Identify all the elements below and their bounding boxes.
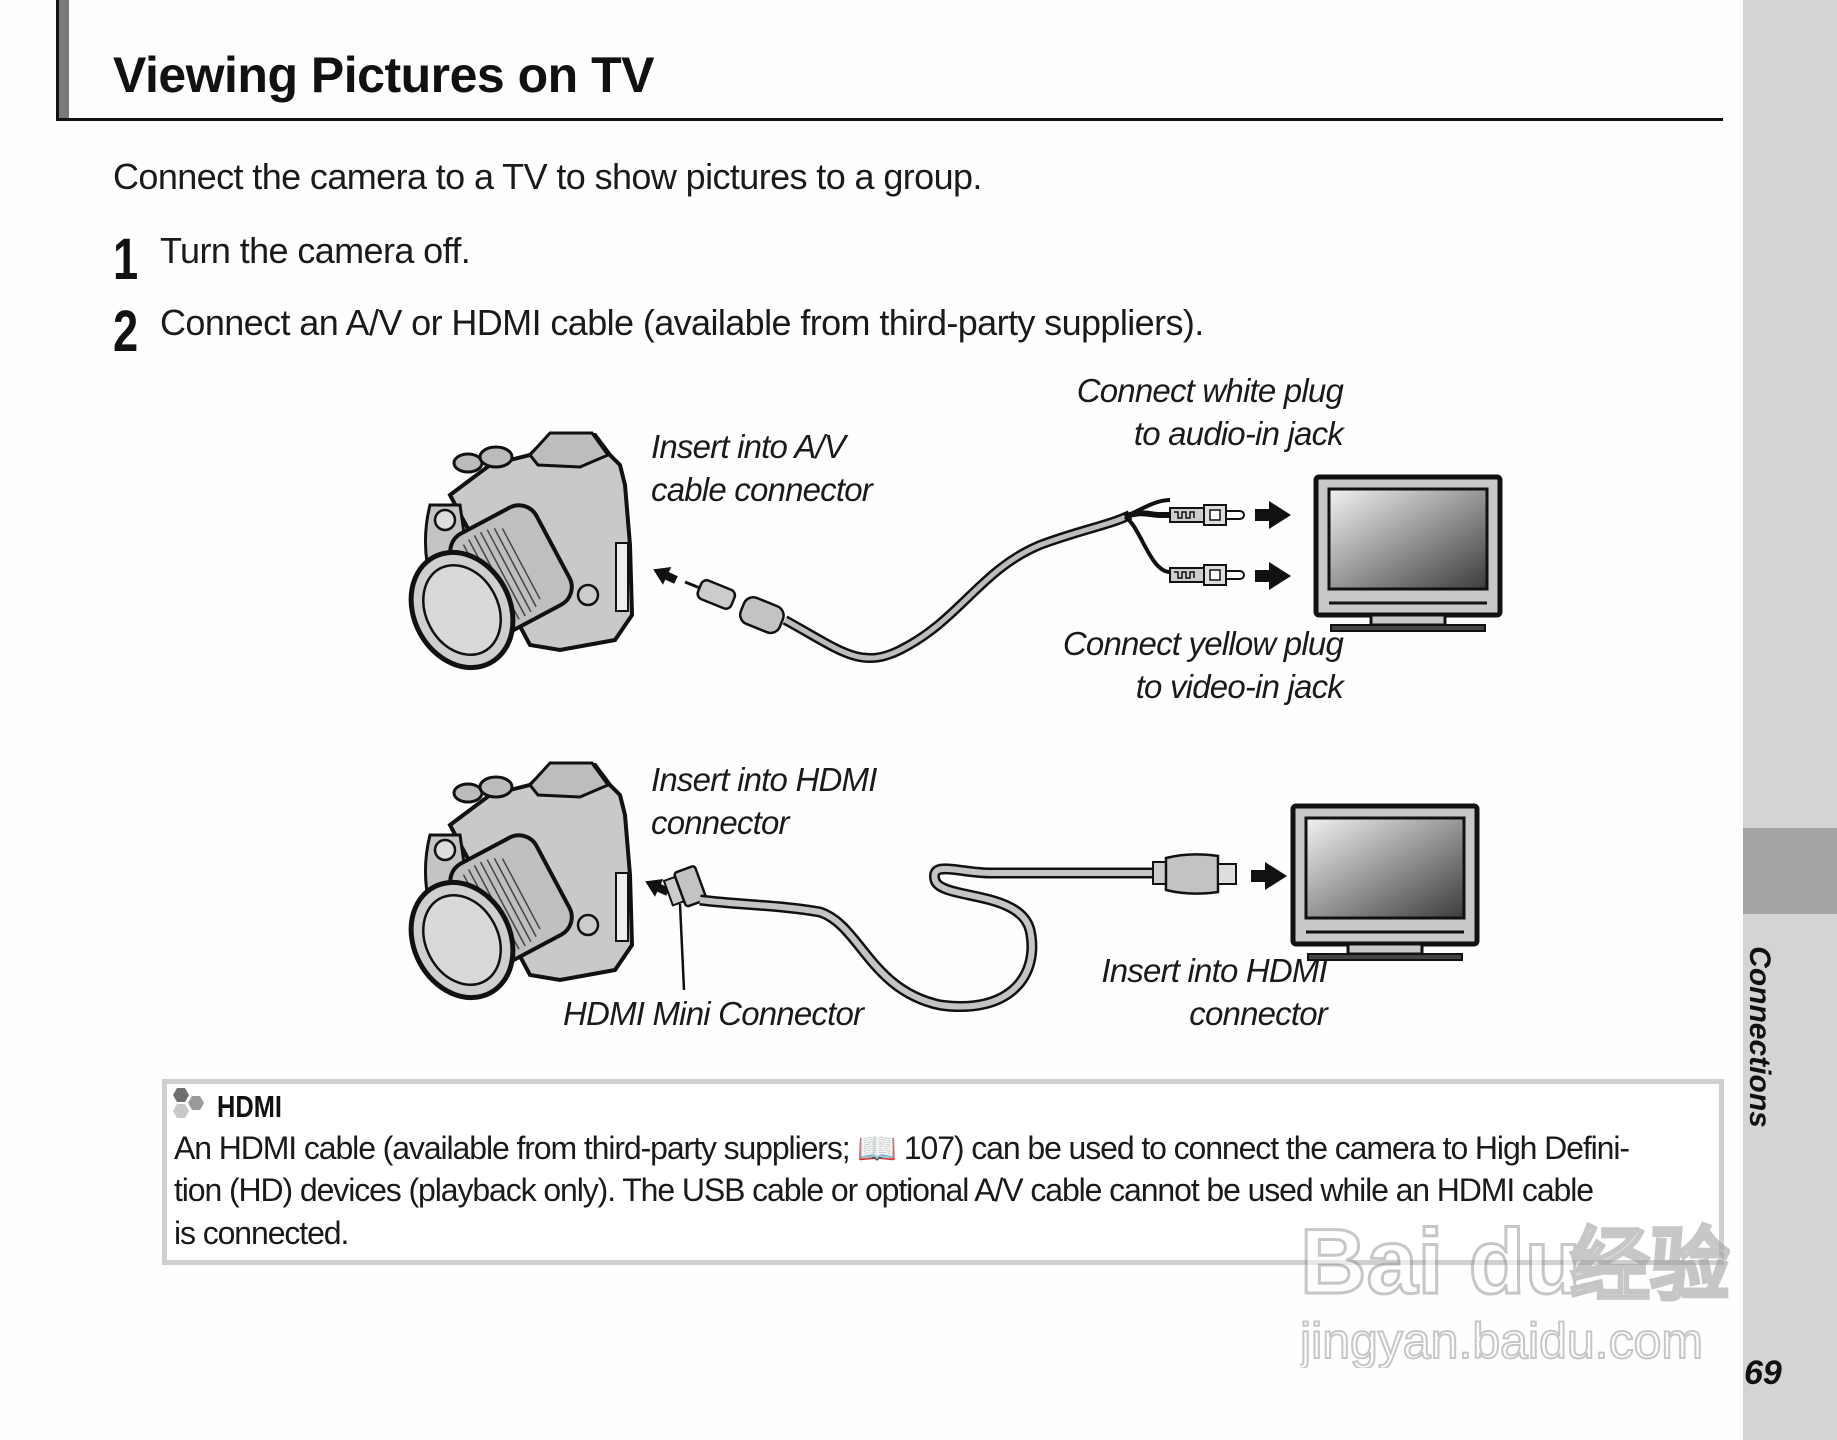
av-cable-plug: [684, 579, 785, 635]
tv-illustration: [1293, 806, 1477, 960]
label-line: cable connector: [651, 471, 873, 508]
baidu-watermark: Bai du 经验 jingyan.baidu.com: [1300, 1210, 1730, 1369]
hdmi-tv-label: Insert into HDMI connector: [1101, 949, 1327, 1035]
label-line: to audio-in jack: [1133, 415, 1344, 452]
note-line: tion (HD) devices (playback only). The U…: [174, 1172, 1594, 1208]
header-accent-line: [56, 0, 59, 121]
insert-arrow-icon: [649, 560, 681, 589]
page-number: 69: [1744, 1354, 1782, 1392]
white-rca-plug: [1169, 504, 1245, 526]
header-rule: [56, 118, 1723, 121]
label-line: Connect white plug: [1076, 372, 1344, 409]
arrow-right-icon: [1255, 501, 1291, 529]
watermark-url: jingyan.baidu.com: [1300, 1313, 1703, 1368]
step-text: Connect an A/V or HDMI cable (available …: [160, 302, 1204, 343]
step-number: 1: [113, 227, 139, 292]
hexagon-cluster-icon: [173, 1088, 204, 1118]
tv-illustration: [1316, 477, 1500, 631]
watermark-brand-cn: 经验: [1570, 1221, 1730, 1310]
note-box: [162, 1079, 1724, 1265]
note-line: is connected.: [174, 1215, 349, 1251]
camera-illustration: [391, 433, 632, 686]
intro-text: Connect the camera to a TV to show pictu…: [113, 156, 982, 197]
white-plug-label: Connect white plug to audio-in jack: [1076, 369, 1344, 455]
note-line: An HDMI cable (available from third-part…: [174, 1130, 1630, 1166]
av-camera-label: Insert into A/V cable connector: [651, 425, 873, 511]
arrow-right-icon: [1251, 862, 1287, 890]
side-thumb-index: [1743, 0, 1837, 1440]
hdmi-mini-connector-label: HDMI Mini Connector: [563, 992, 864, 1035]
side-tab-active[interactable]: [1743, 828, 1837, 914]
label-line: HDMI Mini Connector: [563, 995, 864, 1032]
step-text: Turn the camera off.: [160, 230, 471, 271]
label-line: Insert into HDMI: [651, 761, 877, 798]
yellow-rca-plug: [1169, 564, 1245, 586]
label-line: to video-in jack: [1135, 668, 1344, 705]
label-line: Insert into A/V: [651, 428, 846, 465]
step-number: 2: [113, 299, 139, 364]
yellow-plug-label: Connect yellow plug to video-in jack: [1062, 622, 1344, 708]
hdmi-camera-label: Insert into HDMI connector: [651, 758, 877, 844]
section-label: Connections: [1743, 946, 1776, 1128]
arrow-right-icon: [1255, 562, 1291, 590]
camera-illustration: [391, 763, 632, 1016]
label-line: connector: [1189, 995, 1328, 1032]
header-accent-bar: [59, 0, 69, 119]
page-title: Viewing Pictures on TV: [113, 47, 654, 103]
hdmi-mini-plug: [662, 865, 708, 908]
hdmi-plug: [1152, 853, 1237, 895]
label-line: Insert into HDMI: [1101, 952, 1327, 989]
hdmi-cable: [699, 863, 1160, 1012]
connection-diagram: [0, 0, 1740, 1080]
leader-line: [678, 903, 686, 991]
label-line: connector: [651, 804, 790, 841]
note-title: HDMI: [217, 1089, 282, 1124]
watermark-brand: Bai du: [1300, 1211, 1581, 1313]
label-line: Connect yellow plug: [1062, 625, 1344, 662]
